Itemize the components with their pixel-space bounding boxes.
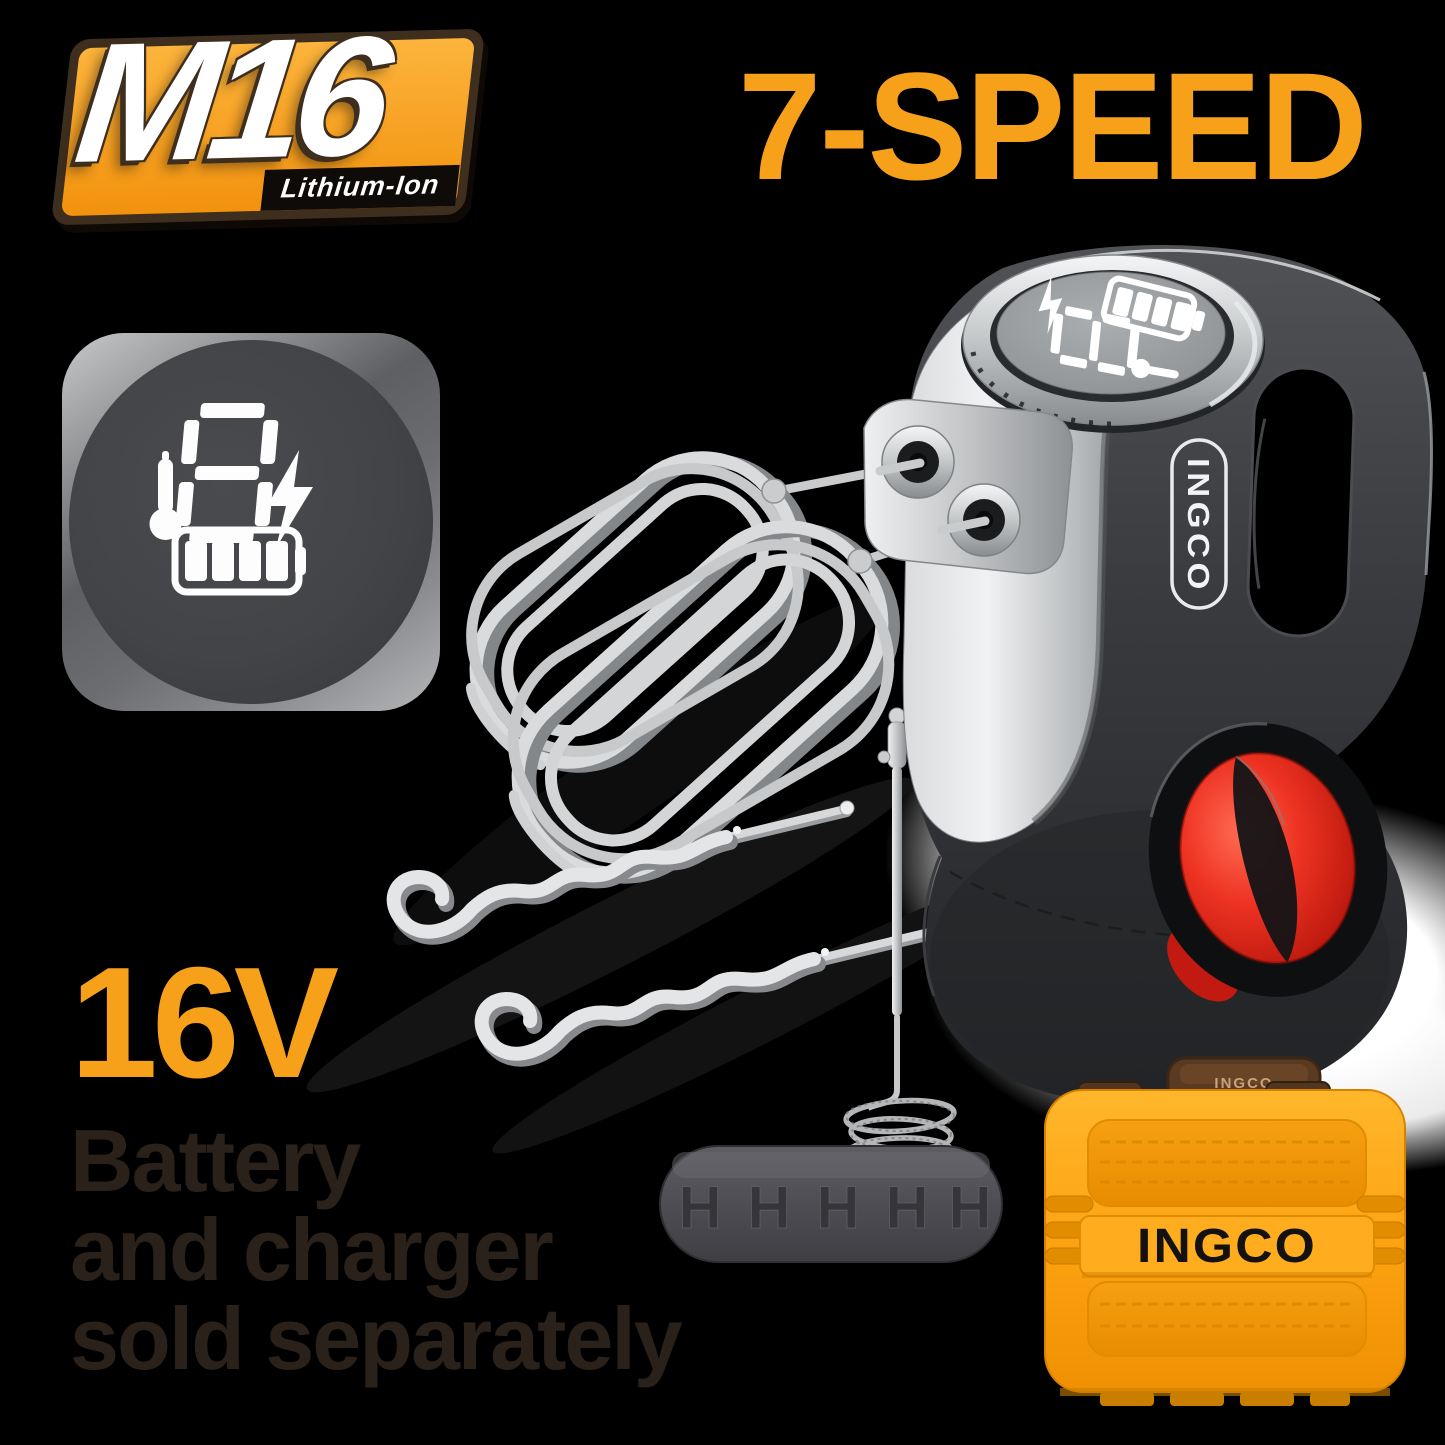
mixer-badge-label: INGCO	[1181, 458, 1216, 594]
tool-case: INGCO INGCO	[1044, 1056, 1406, 1406]
case-hinges	[1060, 1388, 1390, 1406]
holder-slot: H	[948, 1174, 991, 1241]
availability-note-line: and charger	[70, 1200, 554, 1299]
led-display-icons	[149, 403, 313, 596]
mixer-display-digit	[1050, 306, 1140, 376]
holder-slot: H	[747, 1174, 790, 1241]
mixer-handle-hole	[1246, 366, 1356, 638]
led-display-panel	[62, 333, 440, 711]
case-logo: INGCO	[1137, 1220, 1317, 1273]
holder-slot: H	[885, 1174, 928, 1241]
lightning-icon	[267, 450, 313, 548]
hand-mixer: INGCO	[863, 245, 1434, 1110]
availability-note: Battery and charger sold separately	[70, 1111, 683, 1388]
dough-hooks	[386, 800, 942, 1059]
mixer-display-lightning-icon	[1038, 275, 1063, 335]
ingco-body-badge: INGCO	[1170, 438, 1228, 610]
mixer-display-battery-icon	[1100, 275, 1206, 342]
beater-sockets	[863, 398, 1073, 575]
speed-headline: 7-SPEED	[738, 40, 1368, 212]
eject-dial	[1148, 722, 1388, 1002]
battery-icon	[171, 526, 306, 596]
dough-hook	[386, 800, 855, 945]
holder-slot: H	[678, 1174, 721, 1241]
mixer-display-thermometer-icon	[1131, 358, 1179, 379]
availability-note-line: Battery	[70, 1111, 361, 1210]
beater-holder: H H H H H	[659, 1145, 1003, 1263]
voltage-label: 16V	[70, 935, 339, 1111]
holder-slot: H	[816, 1174, 859, 1241]
thermometer-icon	[149, 451, 182, 540]
availability-note-line: sold separately	[70, 1289, 683, 1388]
mixer-top-display	[961, 254, 1265, 433]
led-display-screen	[69, 340, 433, 704]
case-handle-label: INGCO	[1214, 1075, 1273, 1092]
case-logo-plate: INGCO	[1079, 1215, 1375, 1278]
